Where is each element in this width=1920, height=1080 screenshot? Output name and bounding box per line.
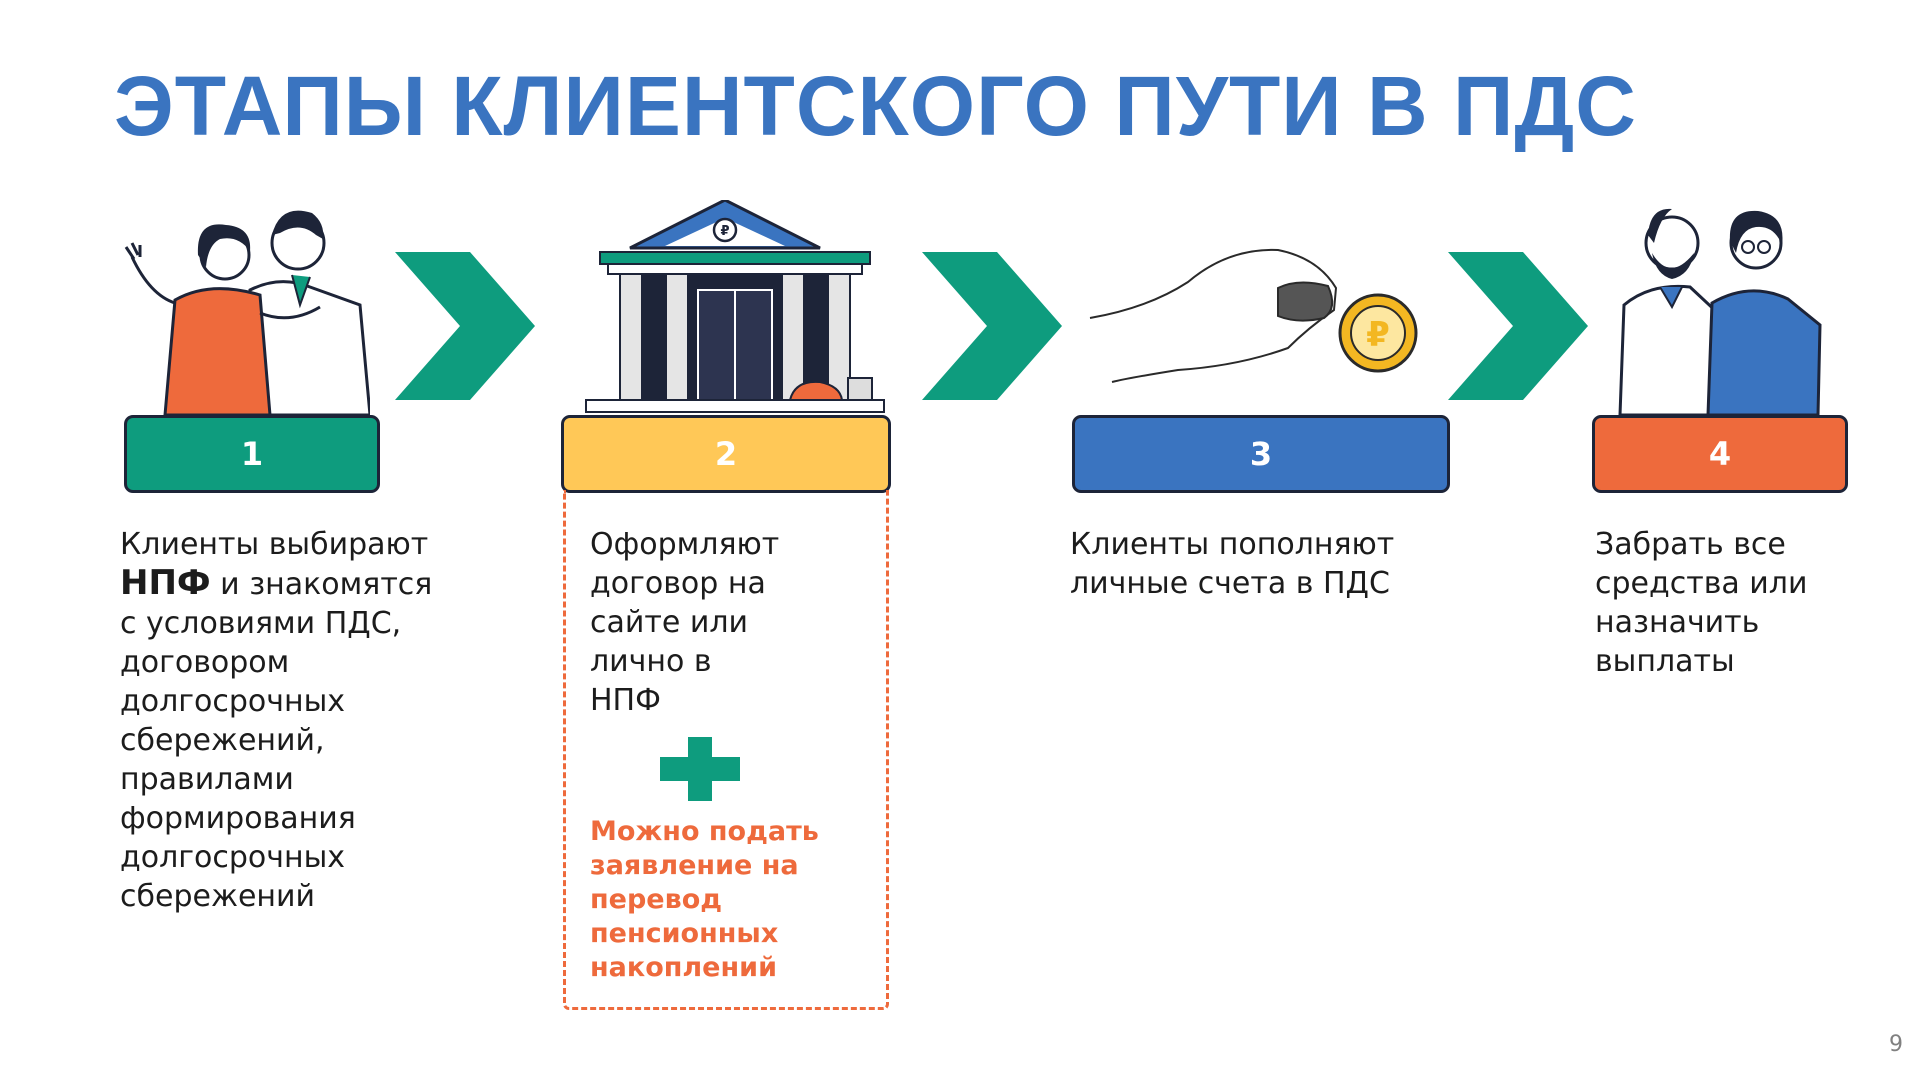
step-number: 4 bbox=[1708, 435, 1732, 473]
step-4-description: Забрать все средства или назначить выпла… bbox=[1595, 527, 1808, 679]
chevron-right-icon bbox=[922, 252, 1062, 400]
step-number: 1 bbox=[240, 435, 264, 473]
chevron-right-icon bbox=[1448, 252, 1588, 400]
step-3-description: Клиенты пополняют личные счета в ПДС bbox=[1070, 527, 1395, 601]
svg-text:₽: ₽ bbox=[1366, 315, 1390, 355]
hand-with-coin-illustration-icon: ₽ bbox=[1089, 248, 1418, 383]
svg-text:₽: ₽ bbox=[720, 224, 729, 239]
npf-keyword: НПФ bbox=[120, 563, 211, 603]
plus-icon bbox=[660, 737, 740, 801]
step-1-text-start: Клиенты выбирают bbox=[120, 527, 429, 562]
step-box-1: 1 bbox=[124, 415, 380, 493]
elderly-couple-illustration-icon bbox=[1618, 208, 1822, 415]
page-title: ЭТАПЫ КЛИЕНТСКОГО ПУТИ В ПДС bbox=[114, 59, 1637, 153]
couple-illustration-icon bbox=[124, 210, 370, 415]
bank-building-illustration-icon: ₽ bbox=[585, 200, 885, 413]
step-1-text-end: и знакомятся с условиями ПДС, договором … bbox=[120, 567, 433, 914]
step-1-description: Клиенты выбирают НПФ и знакомятся с усло… bbox=[120, 525, 450, 916]
page-number: 9 bbox=[1889, 1032, 1903, 1057]
step-2-note: Можно подать заявление на перевод пенсио… bbox=[590, 816, 819, 983]
step-2-note-frame bbox=[563, 490, 889, 1010]
step-number: 2 bbox=[714, 435, 738, 473]
step-box-3: 3 bbox=[1072, 415, 1450, 493]
step-box-2: 2 bbox=[561, 415, 891, 493]
step-2-description: Оформляют договор на сайте или лично в Н… bbox=[590, 527, 780, 718]
chevron-right-icon bbox=[395, 252, 535, 400]
step-box-4: 4 bbox=[1592, 415, 1848, 493]
step-number: 3 bbox=[1249, 435, 1273, 473]
